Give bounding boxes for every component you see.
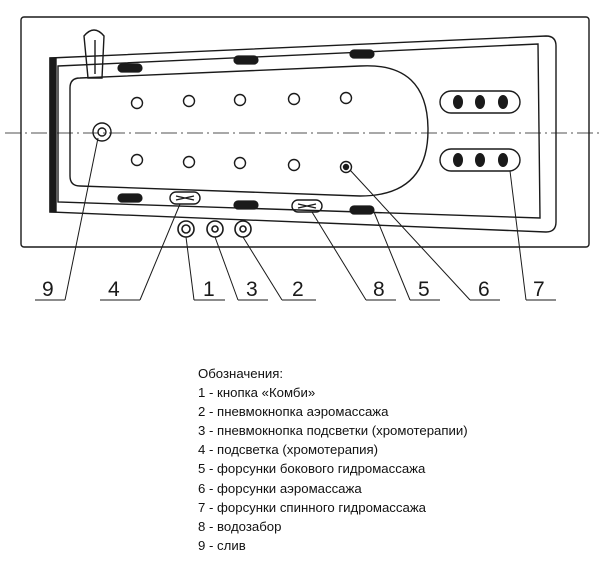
legend-item: 4 - подсветка (хромотерапия) (198, 442, 379, 458)
back-hydro-jets (439, 90, 521, 172)
tub-bowl (69, 65, 429, 197)
legend-item: 3 - пневмокнопка подсветки (хромотерапии… (198, 423, 468, 439)
callout-1: 1 (203, 278, 215, 301)
callout-5: 5 (418, 278, 430, 301)
callout-7: 7 (533, 278, 545, 301)
legend: Обозначения: 1 - кнопка «Комби» 2 - пнев… (198, 364, 468, 555)
water-intake-icon (291, 199, 323, 213)
legend-item: 1 - кнопка «Комби» (198, 385, 316, 401)
callout-4: 4 (108, 278, 120, 301)
tub-left-edge (49, 57, 57, 213)
legend-item: 5 - форсунки бокового гидромассажа (198, 461, 426, 477)
callout-8: 8 (373, 278, 385, 301)
tub-inner-rim (49, 35, 557, 233)
legend-item: 6 - форсунки аэромассажа (198, 480, 362, 496)
legend-item: 8 - водозабор (198, 518, 282, 534)
chromotherapy-light-icon (169, 191, 201, 205)
legend-item: 7 - форсунки спинного гидромассажа (198, 499, 426, 515)
air-massage-jets (130, 91, 353, 172)
legend-item: 2 - пневмокнопка аэромассажа (198, 404, 389, 420)
drain-icon (92, 122, 112, 142)
side-hydro-jets (117, 49, 375, 215)
bathtub-diagram: 9 4 1 3 2 8 5 6 7 (5, 16, 600, 301)
legend-item: 9 - слив (198, 537, 246, 553)
combi-button-icon (177, 220, 195, 238)
chromotherapy-button-icon (206, 220, 224, 238)
callout-6: 6 (478, 278, 490, 301)
callout-3: 3 (246, 278, 258, 301)
callout-2: 2 (292, 278, 304, 301)
callout-9: 9 (42, 278, 54, 301)
legend-title: Обозначения: (198, 366, 284, 381)
tub-outer-rim (20, 16, 590, 248)
faucet-icon (83, 29, 105, 79)
air-jet-icon (339, 160, 353, 174)
tub-basin-rim (57, 43, 541, 219)
air-massage-button-icon (234, 220, 252, 238)
leader-lines (35, 137, 556, 301)
